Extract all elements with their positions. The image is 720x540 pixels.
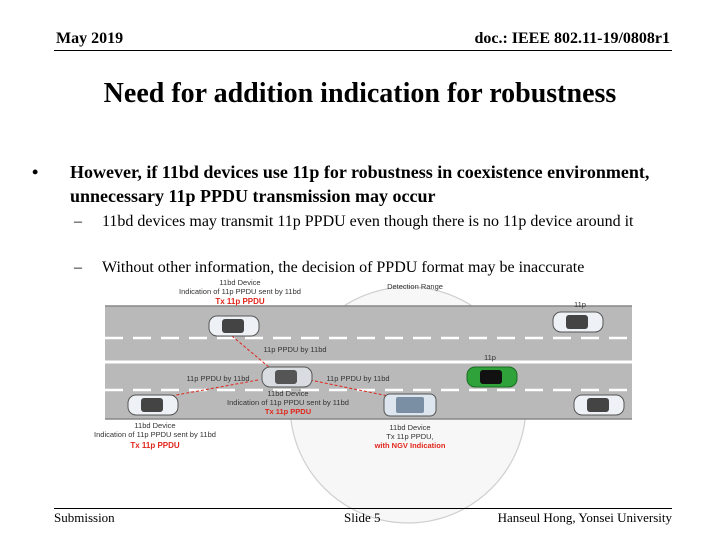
header-doc-id: doc.: IEEE 802.11-19/0808r1 bbox=[474, 30, 670, 47]
footer-submission: Submission bbox=[54, 510, 115, 525]
bottom-left-tx-label: Tx 11p PPDU bbox=[130, 441, 180, 450]
detection-range-label: Detection Range bbox=[387, 282, 443, 291]
bottom-center-device-line-2: Tx 11p PPDU, bbox=[386, 432, 433, 441]
arrow-center-to-left bbox=[159, 379, 259, 399]
van-bottom-center-11bd bbox=[383, 393, 437, 417]
right-arrow-label: 11p PPDU by 11bd bbox=[326, 374, 389, 383]
car-green-11p bbox=[466, 366, 518, 388]
footer-slide-number: Slide 5 bbox=[344, 510, 381, 525]
car-top-left-11bd bbox=[208, 315, 260, 337]
header-rule bbox=[54, 50, 672, 51]
sub-bullet-dash: – bbox=[74, 213, 82, 230]
slide-title: Need for addition indication for robustn… bbox=[103, 78, 617, 109]
mid-arrow-label: 11p PPDU by 11bd bbox=[263, 345, 326, 354]
sub-bullet-text: Without other information, the decision … bbox=[102, 259, 585, 276]
bullet-dot: • bbox=[32, 162, 39, 182]
footer-author: Hanseul Hong, Yonsei University bbox=[497, 510, 672, 525]
arrow-top-left-to-center bbox=[231, 335, 271, 369]
car-bottom-right-11p bbox=[573, 394, 625, 416]
top-left-device-line-2: Indication of 11p PPDU sent by 11bd bbox=[179, 287, 301, 296]
top-right-11p-label: 11p bbox=[574, 300, 586, 309]
top-left-tx-label: Tx 11p PPDU bbox=[215, 297, 265, 306]
center-device-line-2: Indication of 11p PPDU sent by 11bd bbox=[227, 398, 349, 407]
sub-bullet-dash: – bbox=[74, 259, 82, 276]
center-tx-label: Tx 11p PPDU bbox=[265, 407, 311, 416]
bottom-left-device-line-2: Indication of 11p PPDU sent by 11bd bbox=[94, 430, 216, 439]
bottom-left-device-line-1: 11bd Device bbox=[134, 421, 175, 430]
sub-bullet-text: 11bd devices may transmit 11p PPDU even … bbox=[102, 213, 634, 230]
bottom-center-device-line-1: 11bd Device bbox=[389, 423, 430, 432]
car-center-11bd bbox=[261, 366, 313, 388]
bottom-center-ngv-label: with NGV Indication bbox=[374, 441, 446, 450]
car-top-right-11p bbox=[552, 311, 604, 333]
top-left-device-line-1: 11bd Device bbox=[219, 278, 260, 287]
left-arrow-label: 11p PPDU by 11bd bbox=[186, 374, 249, 383]
header-date: May 2019 bbox=[56, 30, 124, 47]
bullet-text: However, if 11bd devices use 11p for rob… bbox=[70, 162, 650, 206]
footer-rule bbox=[54, 508, 672, 509]
center-right-11p-label: 11p bbox=[484, 353, 496, 362]
center-device-line-1: 11bd Device bbox=[267, 389, 308, 398]
car-bottom-left-11bd bbox=[127, 394, 179, 416]
